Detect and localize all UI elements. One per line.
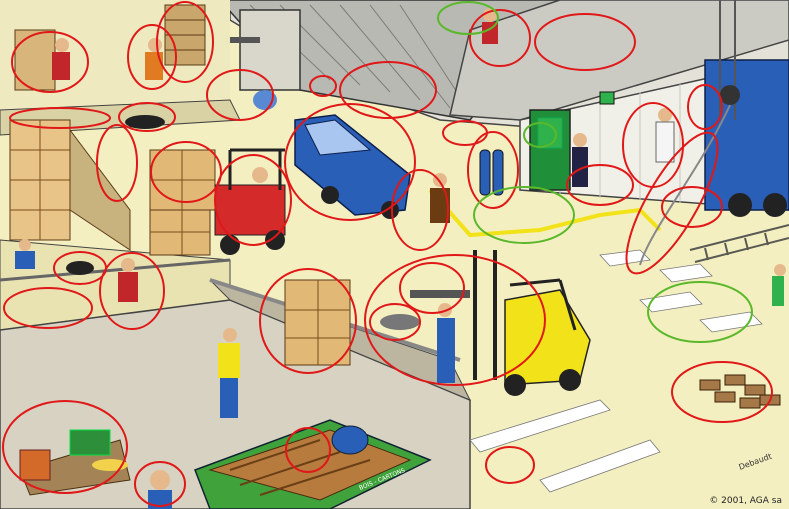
hazard-circle (364, 254, 546, 386)
hazard-circle (469, 9, 531, 67)
hazard-circle (214, 154, 292, 246)
copyright-text: © 2001, AGA sa (709, 496, 782, 506)
worker-right-edge (772, 264, 786, 306)
roof-ridge (449, 0, 789, 121)
crane-chain (639, 104, 731, 266)
exit-sign (599, 91, 615, 105)
dumpster: BOIS - CARTONS (194, 419, 432, 509)
gas-cylinders (479, 149, 504, 196)
green-bag (69, 429, 111, 456)
worker-bottom-eating (148, 470, 172, 509)
hazard-circle (118, 102, 176, 132)
crate-left-top (14, 29, 56, 91)
hazard-circle (671, 361, 773, 423)
hazard-circle (127, 24, 177, 90)
safe-circle (437, 1, 499, 35)
hazard-circle (391, 169, 449, 251)
worker-with-crate (145, 38, 163, 80)
hazard-circle (150, 141, 222, 203)
hazard-circle (3, 287, 93, 329)
hazard-circle (534, 13, 636, 71)
blue-barrel (331, 425, 369, 455)
forklift-driver (252, 167, 268, 183)
hazard-circle (11, 31, 89, 93)
hazard-circle (99, 252, 165, 330)
safe-circle (473, 186, 575, 244)
hazard-circle (399, 262, 465, 314)
hazard-circle (369, 303, 421, 341)
hazard-circle (566, 164, 634, 206)
yellow-forklift (410, 250, 591, 396)
hazard-circles (2, 1, 773, 507)
hazard-circle (285, 427, 331, 473)
crane-hook-block (720, 85, 740, 105)
blue-truck (704, 0, 789, 217)
forks (410, 290, 470, 298)
worker-white-coat (655, 108, 675, 163)
worker-yellow-shirt (218, 328, 240, 418)
hazard-circle (467, 131, 519, 209)
center-boxes (284, 279, 351, 366)
debris-pile (19, 429, 131, 496)
building (218, 0, 789, 211)
worker-top-left (52, 38, 70, 80)
left-shelving (9, 119, 131, 251)
hazard-circle (687, 84, 723, 130)
loading-bay (239, 9, 301, 91)
ladder (689, 224, 789, 263)
hazard-circle (2, 400, 128, 494)
hazard-circle (156, 1, 214, 83)
hazard-circle (9, 107, 111, 129)
worker-kneeling-left (15, 239, 35, 269)
safe-circle (647, 281, 753, 343)
hazard-circle (134, 461, 186, 507)
hazard-circle (625, 131, 719, 275)
hazard-circle (259, 268, 357, 374)
hazard-circle (284, 103, 416, 221)
workers (15, 8, 786, 509)
blue-van (294, 114, 411, 219)
worker-climbing-rail (118, 258, 138, 302)
safe-circles (437, 1, 753, 343)
yellow-floor-line (428, 188, 662, 238)
safe-circle (523, 122, 557, 148)
hazard-circle (206, 69, 274, 121)
hazard-circle (485, 446, 535, 484)
hazard-circle (661, 186, 723, 228)
worker-near-door (572, 133, 588, 187)
spills (66, 90, 420, 330)
hazard-circle (339, 61, 437, 119)
hazard-circle (309, 75, 337, 97)
hazard-circle (96, 124, 138, 202)
floor-markings (469, 249, 763, 493)
hazard-circle (442, 120, 488, 146)
